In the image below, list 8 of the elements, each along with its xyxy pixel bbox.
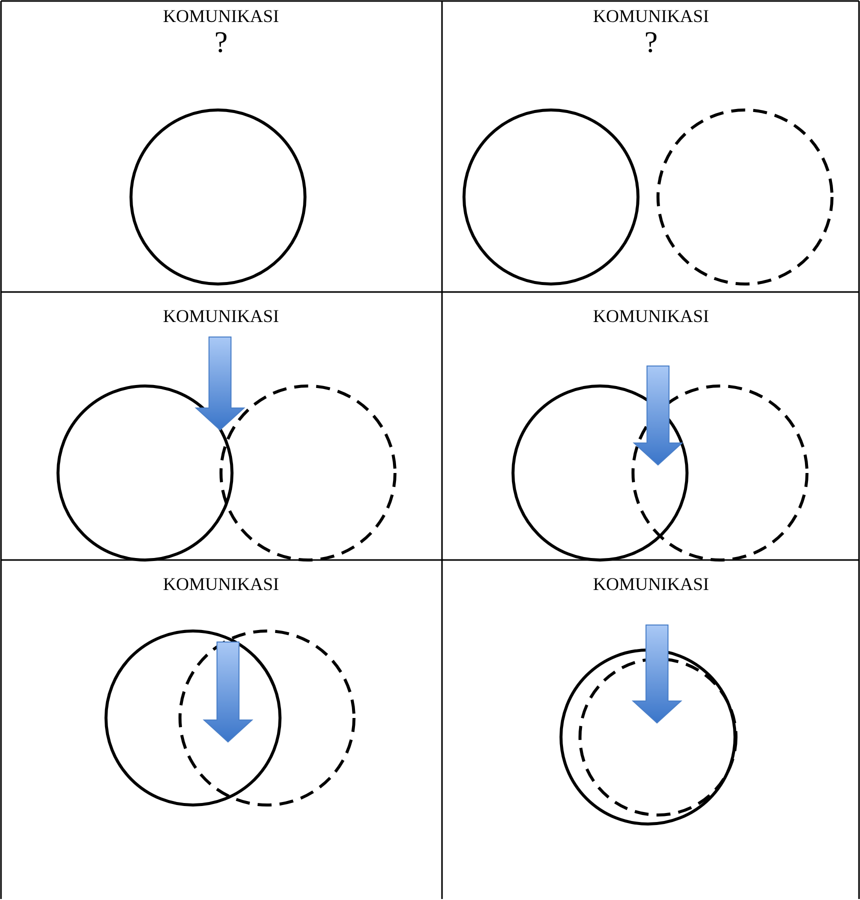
question-mark: ? (214, 26, 228, 60)
heading: KOMUNIKASI (163, 6, 279, 27)
heading: KOMUNIKASI (593, 574, 709, 595)
heading: KOMUNIKASI (163, 574, 279, 595)
heading: KOMUNIKASI (163, 306, 279, 327)
question-mark: ? (644, 26, 658, 60)
heading: KOMUNIKASI (593, 6, 709, 27)
heading: KOMUNIKASI (593, 306, 709, 327)
